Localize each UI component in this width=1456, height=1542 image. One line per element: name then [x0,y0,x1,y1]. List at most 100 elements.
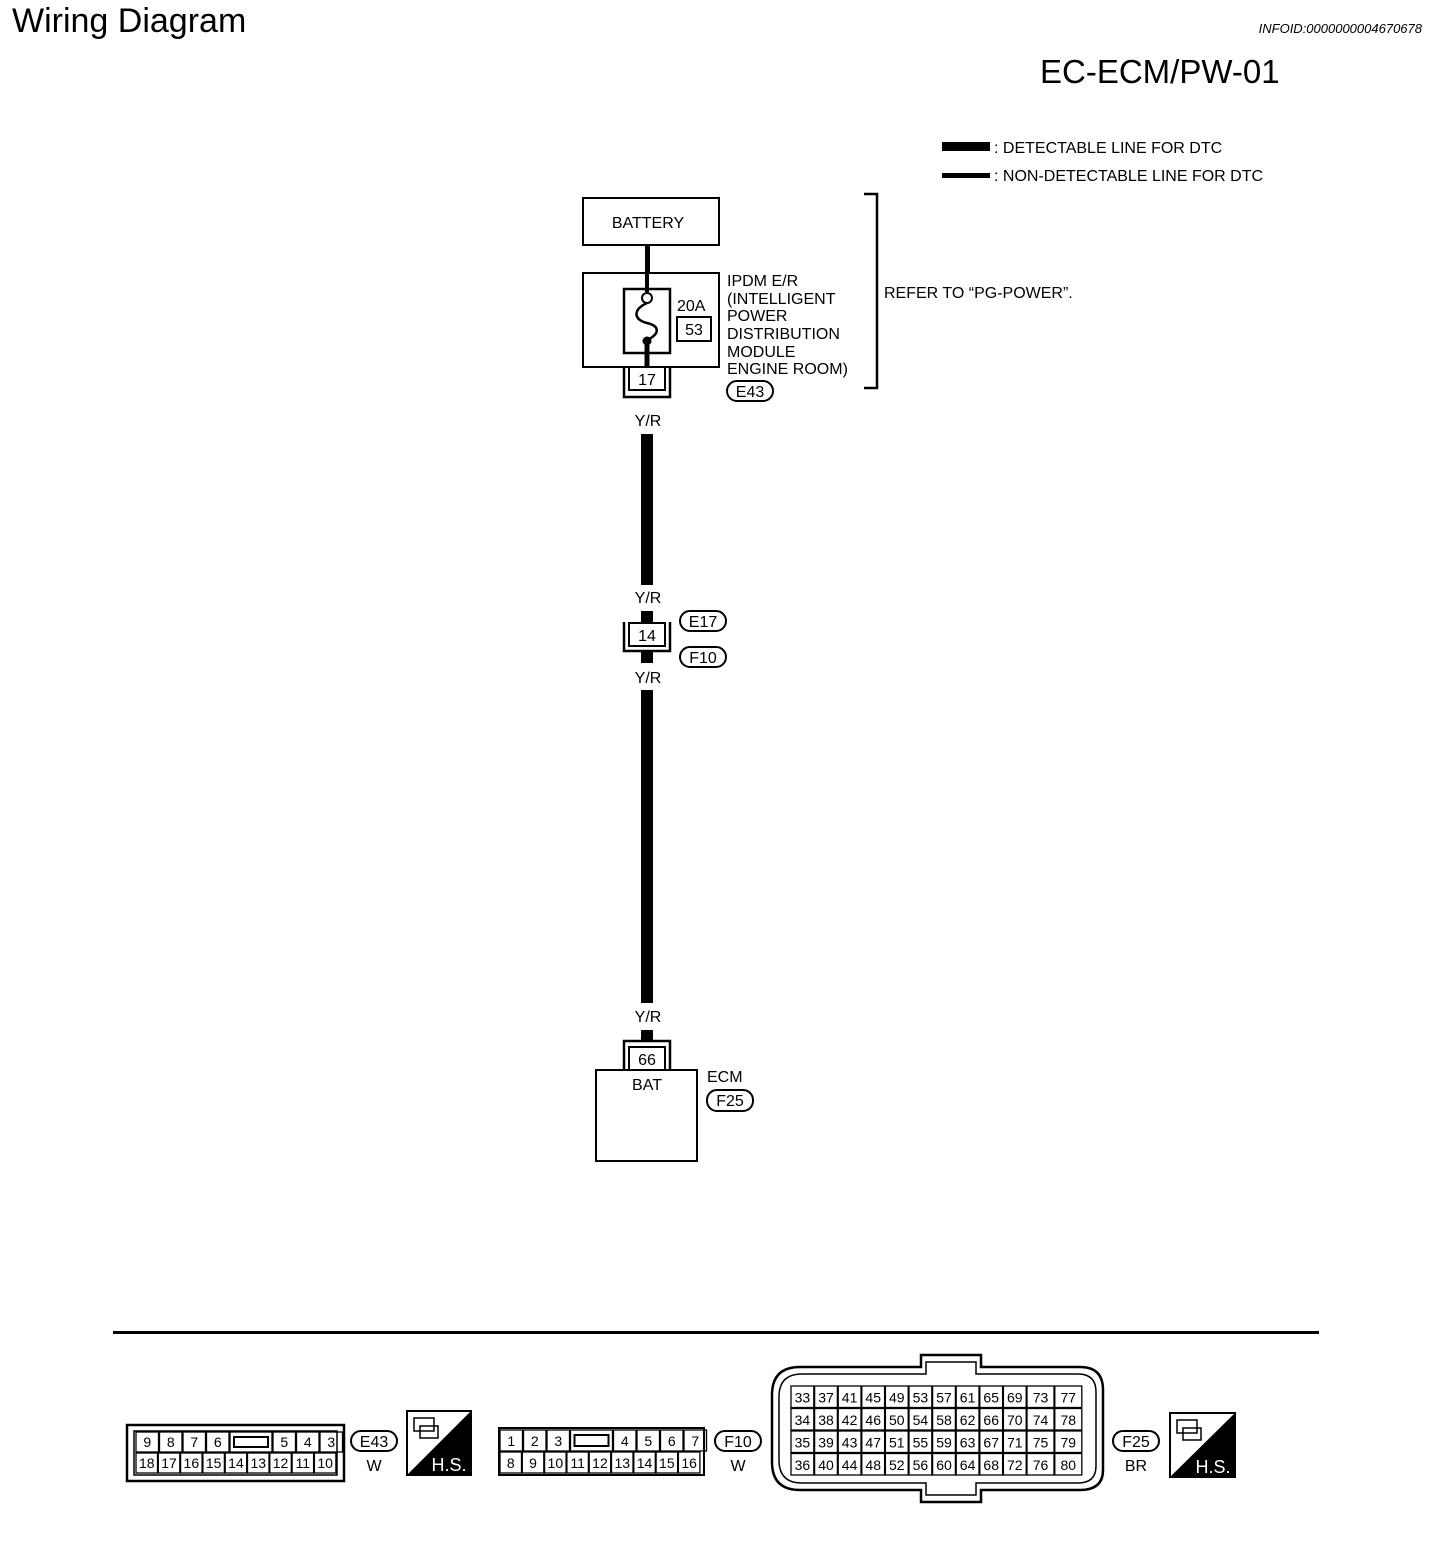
wire-segment-1 [641,434,653,585]
f10-pin-cell [499,1451,523,1474]
f10-pin-cell [546,1429,571,1452]
f25-pin: 47 [865,1435,881,1451]
f25-pin-cell [1002,1407,1027,1431]
f25-pin: 78 [1061,1412,1077,1428]
ipdm-connector-id: E43 [736,384,765,401]
e43-pin-cell [246,1452,270,1474]
wire-color-mid-top: Y/R [635,590,662,607]
battery: BATTERY [582,197,720,246]
f10-pin: 16 [681,1455,697,1471]
ipdm-er-module: 20A 53 17 IPDM E/R (INTELLIGENT POWER DI… [582,272,848,402]
f10-pin: 11 [570,1455,585,1471]
f10-pin: 2 [531,1433,539,1449]
ecm-terminal: 66 [638,1052,656,1069]
f10-connector-color: W [730,1458,746,1475]
f25-pin: 71 [1007,1435,1023,1451]
e43-pin-cell [205,1431,230,1453]
ecm: 66 BAT ECM F25 [595,1039,754,1162]
fuse-number: 53 [685,322,703,339]
f10-pin-cell [683,1429,708,1452]
f25-pin: 57 [936,1390,952,1406]
f25-pin-cell [813,1452,839,1476]
e43-pin: 4 [304,1434,312,1450]
f25-pin-cell [884,1452,909,1476]
ecm-box [595,1069,698,1162]
f10-pin-cell [588,1451,612,1474]
f10-connector-id: F10 [724,1434,752,1451]
fuse-element [635,301,658,342]
f25-pin: 73 [1033,1390,1049,1406]
f25-pin-cell [1054,1430,1083,1454]
f25-pin: 51 [889,1435,905,1451]
f25-pin: 76 [1033,1457,1049,1473]
f25-pin: 34 [795,1412,811,1428]
e43-pin: 6 [214,1434,222,1450]
f25-connector-color: BR [1125,1458,1147,1475]
e43-pin: 17 [161,1455,177,1471]
f25-pin-cell [931,1385,957,1409]
e43-harness-side-icon: H.S. [406,1410,472,1476]
f25-pin: 35 [795,1435,811,1451]
f25-pin: 45 [865,1390,881,1406]
f25-pin-cell [979,1407,1004,1431]
e43-pin-cell [291,1452,315,1474]
f25-pin-cell [955,1452,980,1476]
wire-color-bottom: Y/R [635,1009,662,1026]
f25-pin-cell [955,1407,980,1431]
legend-thin-line [942,173,990,178]
f25-pin: 41 [842,1390,858,1406]
ipdm-line-2: (INTELLIGENT [727,291,836,308]
f25-pin: 60 [936,1457,952,1473]
legend: : DETECTABLE LINE FOR DTC : NON-DETECTAB… [942,140,1263,185]
e43-pin-cell [135,1431,160,1453]
e43-pin: 9 [143,1434,151,1450]
e43-pin: 18 [139,1455,155,1471]
f25-pin-cell [837,1430,862,1454]
f25-pin-cell [884,1385,909,1409]
e43-pin-cell [319,1431,344,1453]
f25-pin: 69 [1007,1390,1023,1406]
f25-pin: 80 [1061,1457,1077,1473]
f10-pin-key [573,1434,610,1447]
f25-pin: 64 [960,1457,976,1473]
f25-pin: 63 [960,1435,976,1451]
f25-pin-cell [931,1430,957,1454]
ipdm-connector-badge [726,380,774,402]
e43-pin: 10 [317,1455,333,1471]
f10-pin: 10 [548,1455,564,1471]
f25-pin-cell [931,1452,957,1476]
ipdm-terminal: 17 [638,372,656,389]
e43-pin: 14 [228,1455,244,1471]
f25-pin: 75 [1033,1435,1049,1451]
diagram-code: EC-ECM/PW-01 [1040,53,1280,90]
f10-pin: 7 [691,1433,699,1449]
f25-pin-cell [884,1407,909,1431]
f25-pin-cell [908,1452,933,1476]
f25-pin-cell [837,1385,862,1409]
e43-pin: 13 [250,1455,266,1471]
legend-non-detectable-text: : NON-DETECTABLE LINE FOR DTC [994,168,1263,185]
e43-pin: 5 [280,1434,288,1450]
f25-pin-cell [837,1452,862,1476]
f25-pin-cell [979,1430,1004,1454]
f25-pin: 38 [818,1412,834,1428]
e43-pin: 12 [273,1455,289,1471]
ipdm-line-3: POWER [727,308,787,325]
f25-pin: 42 [842,1412,858,1428]
f25-pin: 79 [1061,1435,1077,1451]
f25-pin: 55 [913,1435,929,1451]
joint-connector: 14 E17 F10 [622,610,727,668]
fuse-terminal-top [641,292,653,304]
legend-detectable-text: : DETECTABLE LINE FOR DTC [994,140,1222,157]
ecm-connector-id: F25 [716,1093,744,1110]
f25-pin: 33 [795,1390,811,1406]
f10-pin-cell [677,1451,701,1474]
f25-pin: 77 [1061,1390,1077,1406]
f10-pin: 6 [668,1433,676,1449]
wire-segment-2 [641,690,653,1003]
e43-pin-cell [182,1431,207,1453]
e43-pin-cell [135,1452,159,1474]
e43-badge [350,1430,398,1452]
